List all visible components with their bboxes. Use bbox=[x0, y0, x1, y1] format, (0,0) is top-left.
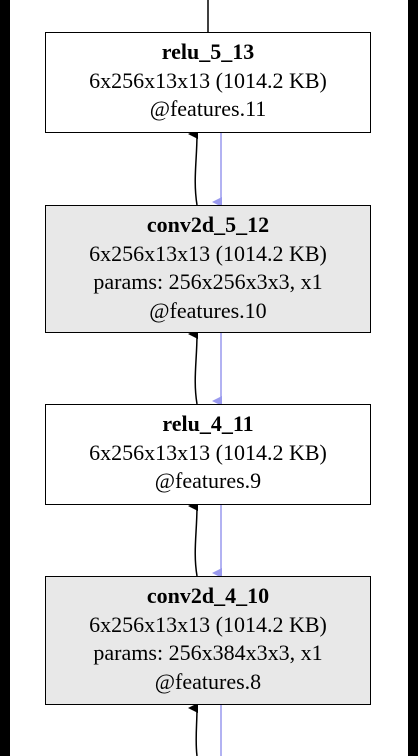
node-params: params: 256x384x3x3, x1 bbox=[93, 640, 323, 665]
node-module: @features.11 bbox=[149, 96, 267, 121]
node-title: relu_5_13 bbox=[161, 39, 255, 64]
node-module: @features.10 bbox=[149, 297, 267, 323]
edge-forward-conv2d_4_10-to-relu_4_11 bbox=[188, 501, 199, 577]
edge-forward-relu_4_11-to-conv2d_5_12 bbox=[188, 329, 199, 405]
node-relu_4_11[interactable]: relu_4_11 6x256x13x13 (1014.2 KB) @featu… bbox=[45, 404, 371, 505]
node-title: conv2d_5_12 bbox=[146, 212, 270, 237]
right-frame-bar bbox=[408, 0, 418, 756]
node-title: relu_4_11 bbox=[162, 411, 254, 436]
node-module: @features.8 bbox=[154, 668, 262, 694]
node-shape: 6x256x13x13 (1014.2 KB) bbox=[89, 240, 327, 266]
node-params: params: 256x256x3x3, x1 bbox=[93, 269, 323, 294]
edge-bottom-forward bbox=[188, 703, 199, 756]
node-shape: 6x256x13x13 (1014.2 KB) bbox=[89, 611, 327, 637]
node-conv2d_5_12[interactable]: conv2d_5_12 6x256x13x13 (1014.2 KB) para… bbox=[45, 205, 371, 333]
node-shape: 6x256x13x13 (1014.2 KB) bbox=[89, 67, 327, 93]
node-module: @features.9 bbox=[154, 468, 262, 493]
node-shape: 6x256x13x13 (1014.2 KB) bbox=[89, 439, 327, 465]
node-conv2d_4_10[interactable]: conv2d_4_10 6x256x13x13 (1014.2 KB) para… bbox=[45, 576, 371, 705]
node-title: conv2d_4_10 bbox=[146, 583, 270, 608]
node-relu_5_13[interactable]: relu_5_13 6x256x13x13 (1014.2 KB) @featu… bbox=[45, 32, 371, 133]
left-frame-bar bbox=[0, 0, 10, 756]
edge-forward-conv2d_5_12-to-relu_5_13 bbox=[188, 129, 199, 206]
